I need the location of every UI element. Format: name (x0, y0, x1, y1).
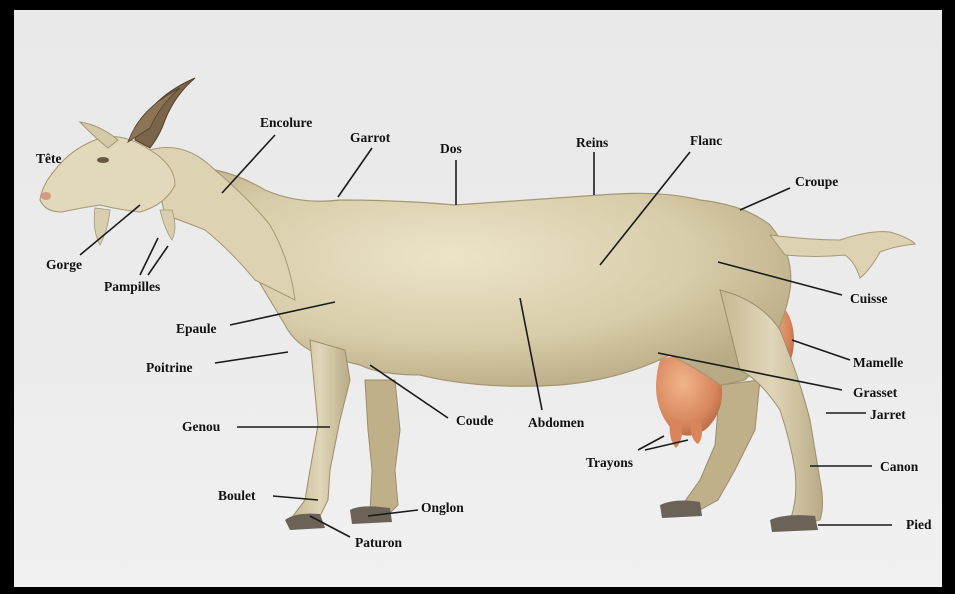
hoof-hind-far (660, 501, 702, 518)
leader-mamelle (792, 340, 850, 360)
label-pampilles: Pampilles (104, 280, 160, 294)
goat-tail (770, 232, 915, 278)
leader-pampilles-1 (140, 238, 158, 275)
leader-croupe (740, 188, 790, 210)
leader-pampilles-2 (148, 246, 168, 275)
label-croupe: Croupe (795, 175, 838, 189)
label-abdomen: Abdomen (528, 416, 584, 430)
label-epaule: Epaule (176, 322, 217, 336)
goat-beard (94, 208, 110, 245)
leader-poitrine (215, 352, 288, 363)
hoof-front-near (285, 514, 325, 530)
label-trayons: Trayons (586, 456, 633, 470)
leader-garrot (338, 148, 372, 197)
goat-wattle (160, 210, 175, 240)
far-front-leg (365, 380, 400, 515)
goat-eye (97, 157, 109, 163)
label-flanc: Flanc (690, 134, 722, 148)
teat-right (690, 418, 702, 444)
label-encolure: Encolure (260, 116, 312, 130)
label-boulet: Boulet (218, 489, 256, 503)
label-poitrine: Poitrine (146, 361, 193, 375)
label-genou: Genou (182, 420, 220, 434)
label-jarret: Jarret (870, 408, 906, 422)
leader-trayons-2 (645, 440, 688, 450)
hoof-hind-near (770, 515, 818, 532)
goat-nose (41, 192, 51, 200)
near-front-leg (290, 340, 350, 525)
label-canon: Canon (880, 460, 918, 474)
goat-horn (135, 78, 195, 148)
label-coude: Coude (456, 414, 494, 428)
label-pied: Pied (906, 518, 932, 532)
label-grasset: Grasset (853, 386, 897, 400)
label-onglon: Onglon (421, 501, 464, 515)
label-dos: Dos (440, 142, 462, 156)
label-garrot: Garrot (350, 131, 390, 145)
label-mamelle: Mamelle (853, 356, 903, 370)
label-cuisse: Cuisse (850, 292, 888, 306)
label-gorge: Gorge (46, 258, 82, 272)
label-reins: Reins (576, 136, 608, 150)
label-paturon: Paturon (355, 536, 402, 550)
label-tete: Tête (36, 152, 61, 166)
